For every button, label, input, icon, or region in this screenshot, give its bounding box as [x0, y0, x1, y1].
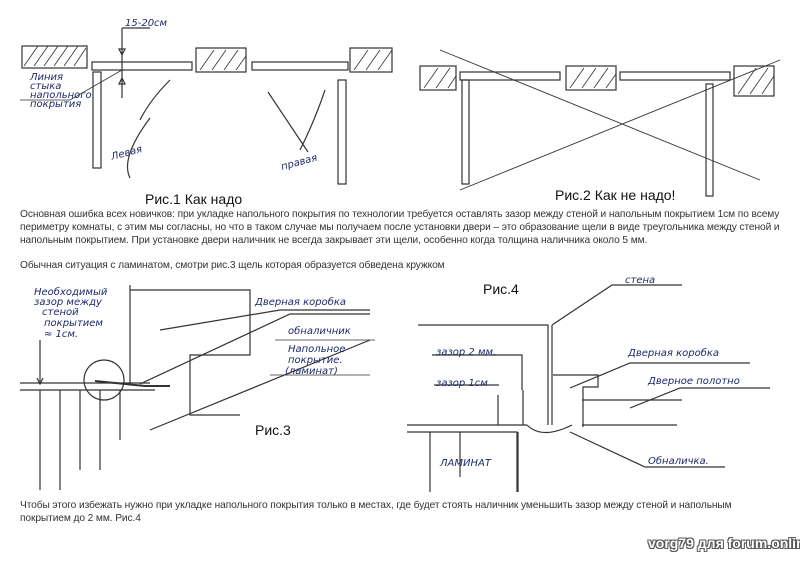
svg-text:обналичник: обналичник	[288, 325, 351, 337]
svg-text:(ламинат): (ламинат)	[285, 366, 338, 377]
svg-text:напольного: напольного	[30, 90, 92, 101]
figure4-drawing: стена зазор 2 мм. зазор 1см Дверная коро…	[407, 275, 770, 492]
figure4-caption: Рис.4	[483, 281, 519, 297]
figure3-caption: Рис.3	[255, 422, 291, 438]
svg-text:Дверная коробка: Дверная коробка	[627, 347, 719, 359]
wall-right	[349, 47, 393, 73]
paragraph-solution: Чтобы этого избежать нужно при укладке н…	[20, 500, 732, 525]
svg-text:зазор между: зазор между	[34, 297, 103, 308]
svg-text:покрытие.: покрытие.	[288, 355, 343, 366]
svg-text:правая: правая	[280, 153, 319, 173]
wall-left	[21, 45, 88, 69]
svg-text:≈ 1см.: ≈ 1см.	[44, 329, 78, 340]
figure3-drawing: Необходимый зазор между стеной покрытием…	[20, 285, 375, 490]
figure1-caption: Рис.1 Как надо	[145, 191, 243, 207]
figure2-caption: Рис.2 Как не надо!	[555, 187, 676, 203]
svg-text:Дверное полотно: Дверное полотно	[647, 376, 740, 387]
svg-text:зазор 1см: зазор 1см	[436, 378, 488, 389]
figure1-drawing: 15-20см Линия стыка напольного покрытия …	[20, 18, 393, 185]
svg-text:Напольное: Напольное	[288, 344, 345, 355]
svg-text:стена: стена	[625, 275, 655, 286]
watermark: vorg79 для forum.onliner.by	[648, 535, 800, 551]
svg-text:стыка: стыка	[30, 81, 61, 92]
svg-text:Линия: Линия	[29, 72, 63, 83]
paragraph-laminate: Обычная ситуация с ламинатом, смотри рис…	[20, 260, 445, 271]
svg-text:Необходимый: Необходимый	[34, 286, 108, 298]
svg-text:зазор 2 мм.: зазор 2 мм.	[436, 347, 496, 358]
svg-text:покрытием: покрытием	[44, 318, 103, 329]
svg-text:покрытия: покрытия	[30, 99, 81, 110]
svg-text:ЛАМИНАТ: ЛАМИНАТ	[439, 458, 492, 469]
svg-text:Дверная коробка: Дверная коробка	[254, 296, 346, 308]
paragraph-main-mistake: Основная ошибка всех новичков: при уклад…	[20, 209, 780, 247]
wall-middle	[195, 47, 247, 73]
svg-text:стеной: стеной	[42, 307, 79, 318]
svg-text:Левая: Левая	[109, 144, 143, 163]
fig1-gap-label: 15-20см	[125, 18, 168, 29]
figure2-drawing	[419, 49, 781, 197]
svg-text:Обналичка.: Обналичка.	[648, 455, 709, 467]
